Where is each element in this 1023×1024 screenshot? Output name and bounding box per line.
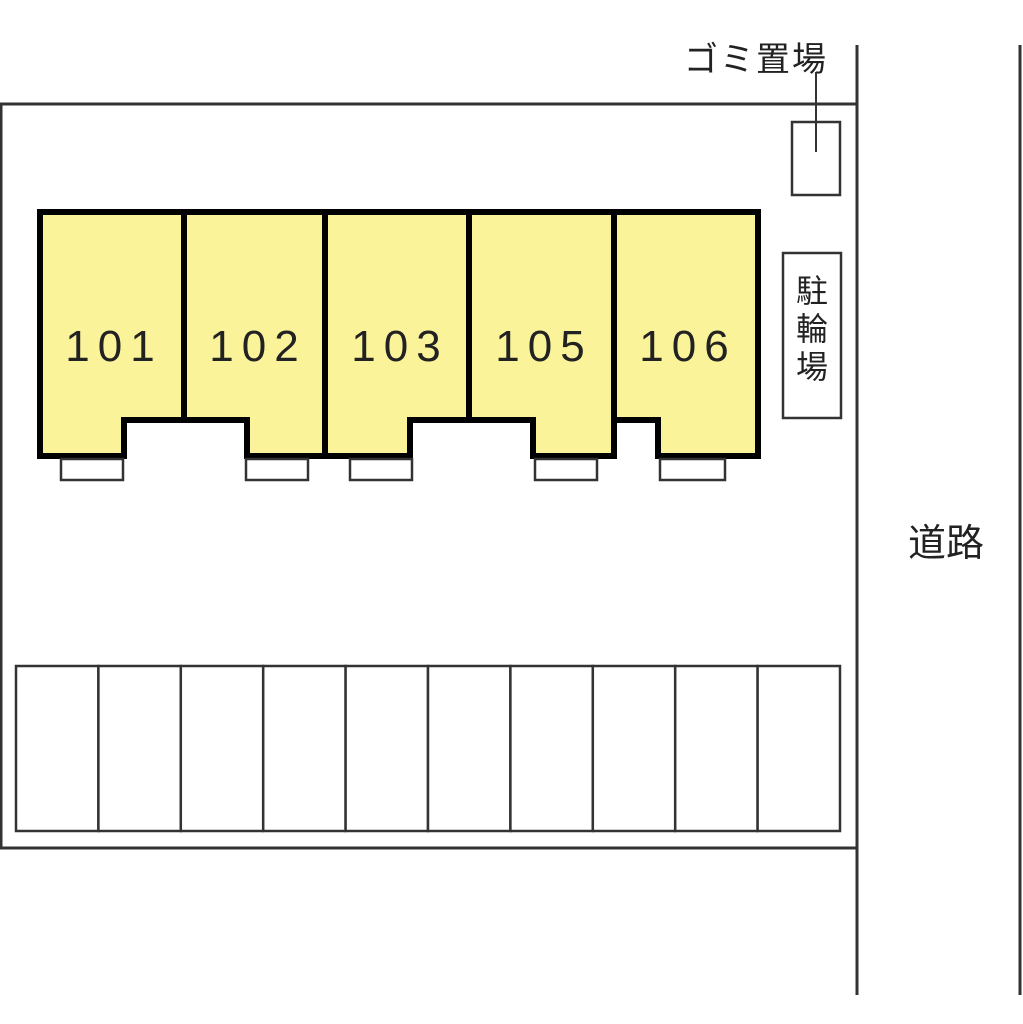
entrance-step (348, 457, 414, 482)
parking-space (756, 664, 842, 833)
parking-space (509, 664, 595, 833)
unit-101-label: 101 (65, 322, 163, 371)
parking-space (14, 664, 100, 833)
parking-space (97, 664, 183, 833)
entrance-step (244, 457, 310, 482)
parking-space (591, 664, 677, 833)
unit-106-label: 106 (639, 322, 737, 371)
bicycle-parking-text: 駐輪場 (795, 272, 828, 386)
bicycle-parking-area (781, 251, 843, 420)
road-label: 道路 (908, 521, 985, 565)
apartment-building (37, 209, 761, 459)
parking-space (179, 664, 265, 833)
entrance-step (658, 457, 727, 482)
parking-space (673, 664, 759, 833)
parking-space (426, 664, 512, 833)
entrance-step (59, 457, 125, 482)
bicycle-parking-label: 駐輪場 (786, 272, 838, 386)
entrance-step (533, 457, 599, 482)
unit-102-label: 102 (209, 322, 307, 371)
garbage-area-label: ゴミ置場 (684, 40, 828, 80)
unit-103-label: 103 (351, 322, 449, 371)
parking-space (261, 664, 347, 833)
unit-105-label: 105 (495, 322, 593, 371)
parking-space (344, 664, 430, 833)
